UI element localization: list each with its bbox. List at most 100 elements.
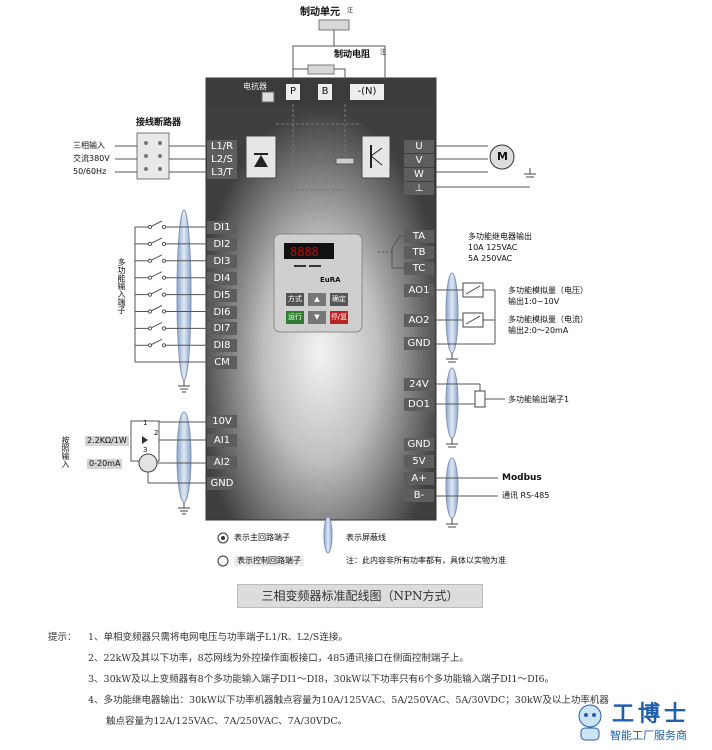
di-switch-1 xyxy=(135,220,207,230)
legend-note: 注：此内容非所有功率都有，具体以实物为准 xyxy=(346,556,506,565)
current-input-label: 0-20mA xyxy=(87,459,123,469)
ao1-range: 输出1:0~10V xyxy=(508,297,560,306)
di-switch-4 xyxy=(135,271,207,280)
di-switch-7 xyxy=(135,321,207,331)
terminal-comm-4: B- xyxy=(404,489,434,502)
breaker-label: 接线断路器 xyxy=(136,118,182,128)
keypad-display xyxy=(284,243,334,259)
do-label: 多功能输出端子1 xyxy=(508,395,570,404)
note-3: 3、30kW及以上变频器有8个多功能输入端子DI1～DI8，30kW以下功率只有… xyxy=(88,674,555,685)
keypad-key-6[interactable]: 停/复 xyxy=(330,311,348,324)
legend-main: 表示主回路端子 xyxy=(234,533,290,542)
terminal-comm-1: GND xyxy=(404,438,434,451)
wiring-diagram: 8888 xyxy=(115,19,536,567)
input-label-phase: 三相输入 xyxy=(73,141,105,150)
terminal-di-6: DI6 xyxy=(207,305,237,319)
notes: 提示： 1、单相变频器只需将电网电压与功率端子L1/R、L2/S连接。 2、22k… xyxy=(48,627,708,732)
terminal-di-9: CM xyxy=(207,356,237,370)
terminal-do-1: 24V xyxy=(404,378,434,391)
terminal-p: P xyxy=(286,84,300,100)
terminal-output-4: ⊥ xyxy=(404,182,434,195)
brake-unit-note: 注 xyxy=(347,7,354,14)
terminal-di-5: DI5 xyxy=(207,288,237,302)
keypad-key-1[interactable]: 方式 xyxy=(286,293,304,306)
note-1: 1、单相变频器只需将电网电压与功率端子L1/R、L2/S连接。 xyxy=(88,632,348,643)
pot-rating: 2.2KΩ/1W xyxy=(85,436,129,446)
inverter-bridge-block xyxy=(361,135,391,179)
input-label-frequency: 50/60Hz xyxy=(73,167,107,176)
terminal-di-1: DI1 xyxy=(207,221,237,234)
analog-side-label: 按照输入 xyxy=(61,436,70,468)
brake-resistor-box xyxy=(307,64,335,75)
brake-resistor-note: 注 xyxy=(380,49,387,56)
terminal-input-1: L1/R xyxy=(207,140,237,153)
pot-pin-3: 3 xyxy=(143,446,148,454)
notes-prefix: 提示： xyxy=(48,632,77,643)
brake-unit-label: 制动单元 xyxy=(300,7,340,18)
legend-shield xyxy=(323,516,333,554)
current-source xyxy=(138,453,158,473)
keypad-brand: EuRA xyxy=(320,276,341,284)
keypad-key-2[interactable]: ▲ xyxy=(308,293,326,306)
comm-shield xyxy=(445,457,459,519)
terminal-b: B xyxy=(318,84,332,100)
circuit-breaker xyxy=(136,132,170,180)
terminal-do-2: DO1 xyxy=(404,398,434,411)
watermark-logo: 工博士 智能工厂服务商 xyxy=(572,690,708,748)
robot-icon xyxy=(578,704,602,741)
ao-shield xyxy=(445,272,459,354)
watermark-title: 工博士 xyxy=(612,701,691,727)
do-shield xyxy=(445,367,459,439)
ao2-range: 输出2:0～20mA xyxy=(508,326,569,335)
terminal-di-7: DI7 xyxy=(207,322,237,336)
keypad-key-4[interactable]: 运行 xyxy=(286,311,304,324)
watermark-subtitle: 智能工厂服务商 xyxy=(610,729,687,742)
di-group-label: 多功能输入端子 xyxy=(117,258,126,314)
di-switch-8 xyxy=(135,338,207,348)
brake-unit-box xyxy=(318,19,350,31)
keypad-key-3[interactable]: 确定 xyxy=(330,293,348,306)
ao2-title: 多功能模拟量（电流） xyxy=(508,315,588,324)
terminal-relay-3: TC xyxy=(404,262,434,275)
terminal-analog-4: GND xyxy=(207,477,237,490)
input-label-voltage: 交流380V xyxy=(73,154,110,163)
dc-reactor xyxy=(261,91,275,103)
motor-symbol xyxy=(489,144,515,170)
pot-pin-2: 2 xyxy=(154,429,159,437)
terminal-output-1: U xyxy=(404,140,434,153)
terminal-comm-3: A+ xyxy=(404,472,434,485)
terminal-ao-2: AO2 xyxy=(404,314,434,327)
terminal-n: -(N) xyxy=(350,84,384,100)
terminal-analog-2: AI1 xyxy=(207,434,237,447)
terminal-di-2: DI2 xyxy=(207,237,237,251)
terminal-di-4: DI4 xyxy=(207,271,237,285)
note-4: 4、多功能继电器输出：30kW以下功率机器触点容量为10A/125VAC、5A/… xyxy=(88,695,609,706)
di-switch-2 xyxy=(135,237,207,246)
terminal-relay-2: TB xyxy=(404,246,434,259)
keypad-key-5[interactable]: ▼ xyxy=(308,311,326,324)
terminal-input-3: L3/T xyxy=(207,166,237,179)
terminal-analog-3: AI2 xyxy=(207,456,237,469)
relay-label-2: 5A 250VAC xyxy=(468,254,513,263)
modbus-label: Modbus xyxy=(502,473,542,483)
relay-label-1: 10A 125VAC xyxy=(468,243,518,252)
di-switch-3 xyxy=(135,254,207,263)
control-terminal-symbol xyxy=(217,555,229,567)
terminal-di-8: DI8 xyxy=(207,339,237,353)
di-switch-6 xyxy=(135,305,207,314)
di-switch-5 xyxy=(135,288,207,297)
terminal-input-2: L2/S xyxy=(207,153,237,166)
terminal-ao-3: GND xyxy=(404,337,434,350)
diagram-caption: 三相变频器标准配线图（NPN方式） xyxy=(237,584,483,608)
pot-pin-1: 1 xyxy=(143,419,148,427)
terminal-ao-1: AO1 xyxy=(404,284,434,297)
brake-resistor-label: 制动电阻 xyxy=(334,50,371,60)
note-4-cont: 触点容量为12A/125VAC、7A/250VAC、7A/30VDC。 xyxy=(106,716,348,727)
reactor-label: 电抗器 xyxy=(243,82,267,91)
terminal-analog-1: 10V xyxy=(207,415,237,428)
rs485-label: 通讯 RS-485 xyxy=(502,491,550,500)
note-2: 2、22kW及其以下功率，8芯网线为外控操作面板接口，485通讯接口在侧面控制端… xyxy=(88,653,469,664)
terminal-relay-1: TA xyxy=(404,230,434,243)
svg-text:8888: 8888 xyxy=(290,245,319,259)
terminal-comm-2: 5V xyxy=(404,455,434,468)
